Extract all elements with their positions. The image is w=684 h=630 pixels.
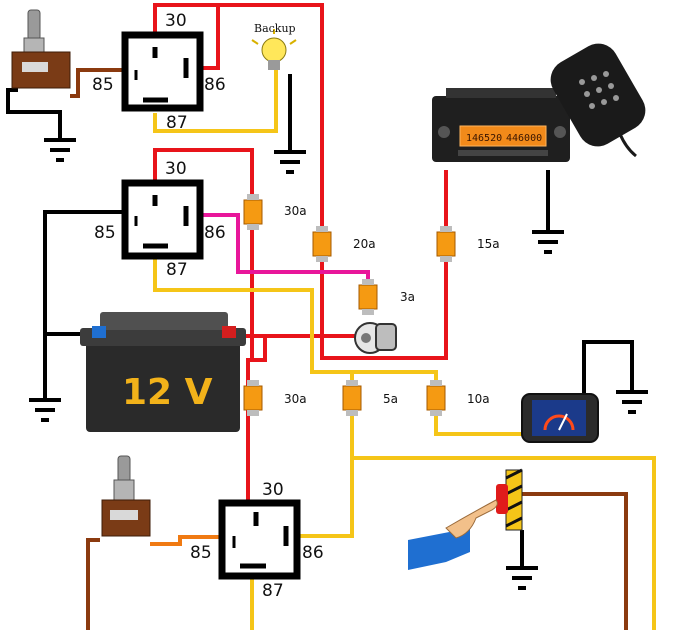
gauge-monitor-icon: [521, 393, 599, 443]
ground-icon-radio: [532, 230, 564, 254]
ground-icon-switch1: [44, 138, 76, 162]
push-button-icon: [496, 468, 523, 531]
backup-label: Backup: [254, 22, 296, 35]
black-wire-relay2-85: [43, 210, 123, 400]
red-wire-top-feed: [153, 3, 448, 360]
toggle-switch-1-icon: [11, 9, 71, 89]
relay3-pin-30: 30: [262, 480, 284, 500]
fuse-10a: 10a: [426, 380, 490, 416]
toggle-switch-2-icon: [101, 455, 151, 537]
relay-2: 30 85 86 87: [94, 159, 226, 280]
relay2-pin-85: 85: [94, 223, 116, 243]
backup-light-bulb-icon: Backup: [251, 22, 297, 70]
fuse-15a: 15a: [436, 226, 500, 262]
yellow-wire-relay2-87: [153, 248, 522, 436]
fuse-30a-top: 30a: [243, 194, 307, 230]
relay2-pin-87: 87: [166, 260, 188, 280]
fuse-20a: 20a: [312, 226, 376, 262]
relay2-pin-86: 86: [204, 223, 226, 243]
relay1-pin-85: 85: [92, 75, 114, 95]
radio-display-right: 446000: [506, 133, 542, 144]
black-wire-switch1-ground: [6, 88, 62, 140]
ground-icon-gauge: [616, 390, 648, 414]
fuse-label-15a: 15a: [477, 237, 500, 251]
relay1-pin-87: 87: [166, 113, 188, 133]
ground-icon-backup: [274, 150, 306, 174]
fuse-label-5a: 5a: [383, 392, 398, 406]
relay3-pin-87: 87: [262, 581, 284, 601]
brown-wire-switch1: [70, 68, 123, 98]
relay1-pin-30: 30: [165, 11, 187, 31]
radio-microphone-icon: [550, 43, 646, 158]
battery-negative-terminal: [92, 326, 106, 338]
ground-symbols: [29, 138, 648, 590]
yellow-wire-branch-right: [352, 456, 656, 630]
fuse-label-20a: 20a: [353, 237, 376, 251]
yellow-wire-5a: [286, 372, 354, 538]
fuse-3a: 3a: [358, 279, 415, 315]
black-wire-gauge-ground: [582, 340, 634, 395]
red-wire-relay2-30: [153, 148, 254, 360]
radio-display-left: 146520: [466, 133, 502, 144]
ground-icon-button: [506, 566, 538, 590]
orange-wire-switch2-85: [150, 535, 222, 546]
relay3-pin-85: 85: [190, 543, 212, 563]
ignition-key-icon: [354, 322, 397, 354]
relay-3: 30 85 86 87: [190, 480, 324, 601]
pointing-hand-icon: [408, 499, 498, 570]
ground-icon-battery: [29, 398, 61, 422]
battery-12v: 12 V: [80, 312, 246, 432]
relay-1: 30 85 86 87: [92, 11, 226, 133]
battery-label: 12 V: [122, 372, 213, 413]
battery-positive-terminal: [222, 326, 236, 338]
fuse-30a-bottom: 30a: [243, 380, 307, 416]
fuse-label-10a: 10a: [467, 392, 490, 406]
brown-wire-button: [522, 492, 628, 630]
relay1-pin-86: 86: [204, 75, 226, 95]
fuse-label-30a-bottom: 30a: [284, 392, 307, 406]
fuse-label-3a: 3a: [400, 290, 415, 304]
fuse-label-30a-top: 30a: [284, 204, 307, 218]
ham-radio-icon: 146520 446000: [432, 88, 570, 162]
brown-wire-switch2: [86, 538, 100, 630]
yellow-wire-backup: [153, 68, 278, 133]
relay2-pin-30: 30: [165, 159, 187, 179]
fuse-5a: 5a: [342, 380, 398, 416]
relay3-pin-86: 86: [302, 543, 324, 563]
